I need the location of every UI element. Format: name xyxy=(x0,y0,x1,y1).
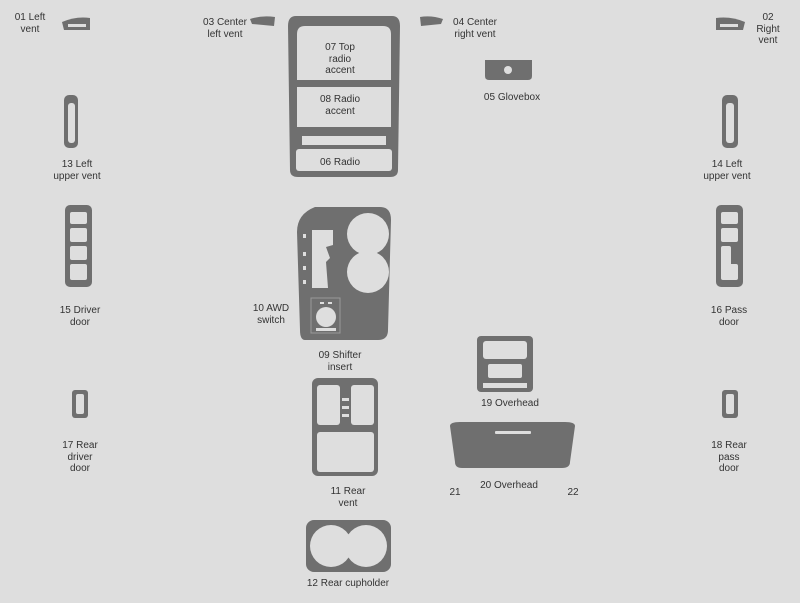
label-16: 16 Pass door xyxy=(710,305,748,328)
label-02: 02 Right vent xyxy=(756,12,780,46)
label-07: 07 Top radio accent xyxy=(325,42,355,76)
part-19-overhead xyxy=(477,336,533,392)
part-15-driver-door xyxy=(65,205,92,287)
part-14-upper-vent xyxy=(722,95,738,148)
label-11: 11 Rear vent xyxy=(330,486,366,509)
part-10-awd-switch xyxy=(310,297,341,334)
label-20: 20 Overhead xyxy=(480,480,538,491)
label-22: 22 xyxy=(567,487,579,498)
label-05: 05 Glovebox xyxy=(483,92,541,103)
label-15: 15 Driver door xyxy=(59,305,101,328)
part-01-left-vent xyxy=(62,17,90,30)
part-05-glovebox xyxy=(485,60,532,80)
label-13: 13 Left upper vent xyxy=(53,159,101,182)
label-08: 08 Radio accent xyxy=(319,94,361,117)
label-09: 09 Shifter insert xyxy=(318,350,362,373)
part-12-rear-cupholder xyxy=(306,520,391,572)
part-18-rear-pass-door xyxy=(722,390,738,418)
part-04-center-right-vent xyxy=(420,16,443,26)
label-10: 10 AWD switch xyxy=(252,303,290,326)
label-03: 03 Center left vent xyxy=(203,17,247,40)
part-09-shifter-insert xyxy=(297,207,391,340)
part-11-rear-vent xyxy=(312,378,378,476)
label-17: 17 Rear driver door xyxy=(62,440,98,474)
label-21: 21 xyxy=(449,487,461,498)
part-13-left-upper-vent xyxy=(64,95,78,148)
part-06-radio-surround xyxy=(288,16,400,177)
part-02-right-vent xyxy=(716,17,745,30)
label-19: 19 Overhead xyxy=(481,398,539,409)
label-06: 06 Radio xyxy=(319,157,361,168)
part-03-center-left-vent xyxy=(250,16,275,26)
part-17-rear-driver-door xyxy=(72,390,88,418)
label-01: 01 Left vent xyxy=(14,12,46,35)
label-04: 04 Center right vent xyxy=(453,17,497,40)
label-12: 12 Rear cupholder xyxy=(306,578,390,589)
label-14: 14 Left upper vent xyxy=(703,159,751,182)
part-20-overhead xyxy=(450,422,575,468)
label-18: 18 Rear pass door xyxy=(711,440,747,474)
part-16-pass-door xyxy=(716,205,743,287)
